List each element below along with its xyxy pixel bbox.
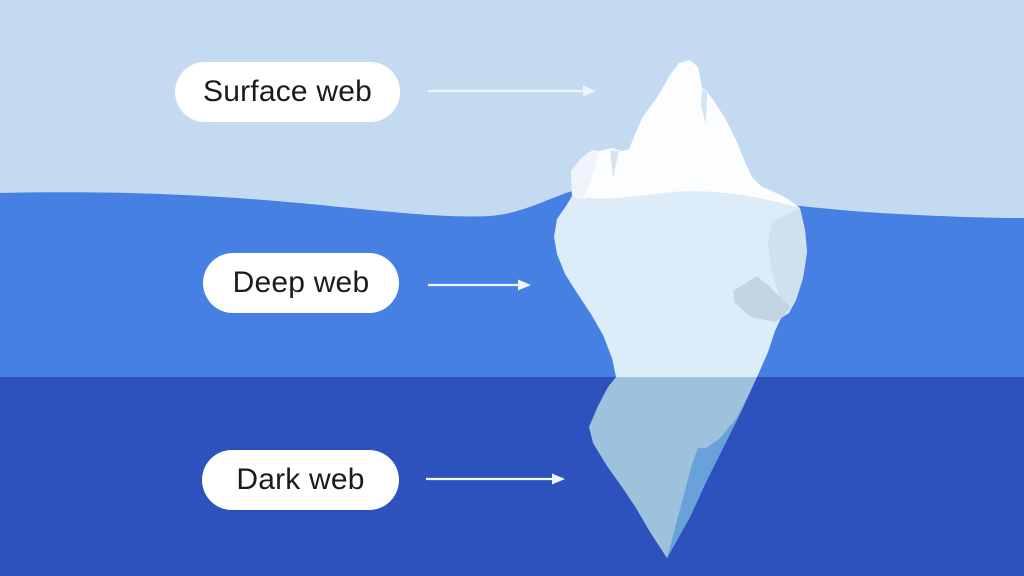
iceberg-tip-crack-left [610, 150, 619, 178]
iceberg-bottom-section [589, 377, 757, 558]
surface-web-arrowhead [583, 85, 596, 97]
dark-web-band [0, 377, 1024, 576]
iceberg-tip-section [571, 60, 800, 208]
iceberg-tip-facet [571, 150, 599, 200]
surface-web-label-pill: Surface web [175, 62, 400, 122]
surface-web-label: Surface web [203, 75, 372, 108]
deep-web-arrow [428, 279, 531, 291]
dark-web-arrowhead [552, 473, 565, 485]
iceberg-mid-body [554, 191, 807, 377]
deep-web-label: Deep web [232, 266, 370, 299]
deep-web-arrowhead [518, 279, 531, 291]
iceberg-tip-crack-right [701, 88, 707, 125]
iceberg-bottom-facet [667, 390, 751, 558]
surface-web-arrow [428, 85, 596, 97]
dark-web-label-pill: Dark web [202, 450, 399, 510]
iceberg-bottom-body [589, 377, 757, 558]
iceberg-tip-body [571, 60, 800, 208]
dark-web-label: Dark web [236, 463, 365, 496]
dark-web-arrow [426, 473, 565, 485]
iceberg-mid-facet-light [768, 208, 807, 313]
iceberg-mid-section [554, 191, 807, 377]
deep-web-label-pill: Deep web [203, 253, 399, 313]
iceberg-mid-facet-dark [733, 276, 790, 322]
